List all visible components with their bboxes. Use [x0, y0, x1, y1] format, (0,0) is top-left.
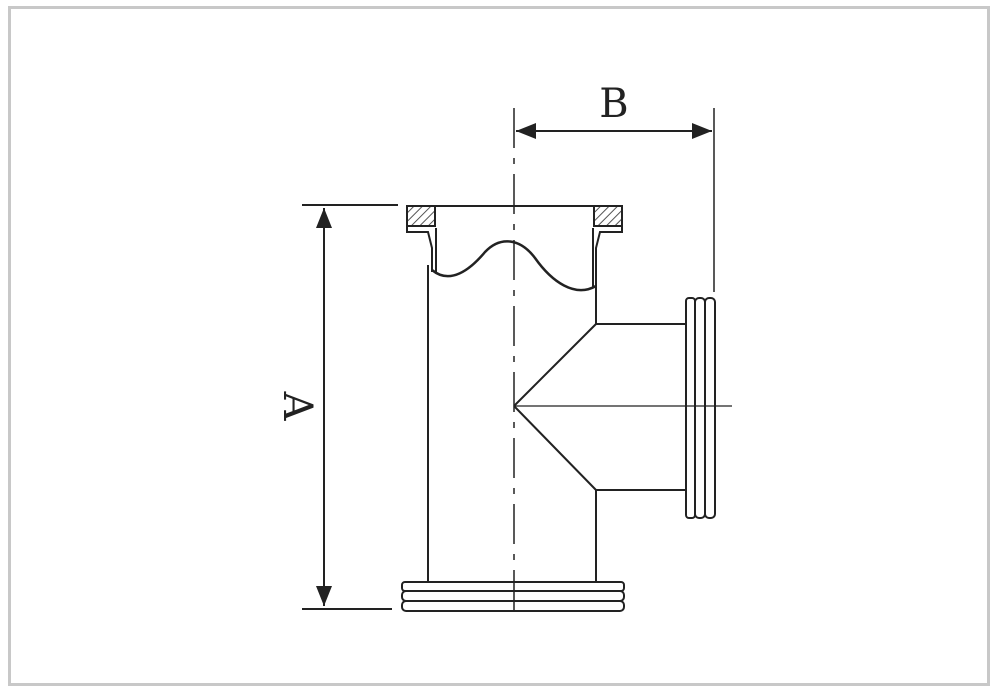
branch-flange-ring-3 [704, 297, 716, 519]
bottom-flange-ring-1 [401, 581, 625, 592]
dimension-b-label: B [599, 81, 628, 127]
branch-pipe [513, 297, 716, 519]
top-flange-right-neck [595, 226, 623, 285]
top-flange-left-neck [406, 226, 433, 272]
dimension-a-label: A [274, 391, 320, 422]
branch-intersection-upper [513, 323, 597, 407]
bottom-flange-ring-2 [401, 590, 625, 602]
branch-flange-ring-2 [694, 297, 706, 519]
drawing-frame [8, 6, 990, 686]
main-pipe [401, 205, 625, 612]
branch-flange-ring-1 [685, 297, 696, 519]
dimension-a: A [274, 204, 398, 610]
top-flange-right-section [593, 205, 623, 227]
break-line [431, 240, 597, 292]
branch-intersection-lower [513, 405, 597, 491]
centerlines [513, 108, 732, 620]
bottom-flange-ring-3 [401, 600, 625, 612]
top-flange-left-section [406, 205, 436, 227]
dimension-b: B [516, 81, 715, 292]
